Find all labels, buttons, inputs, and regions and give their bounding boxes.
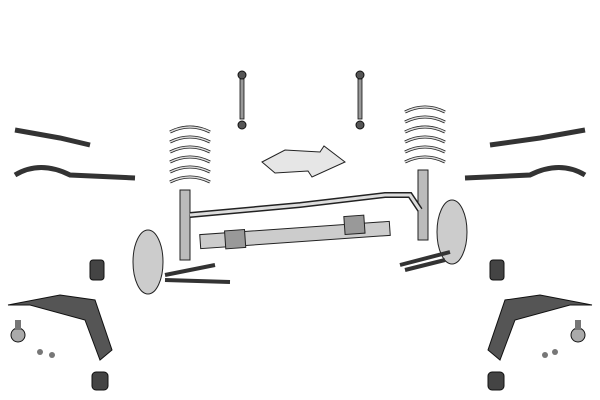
ball-joint-left (10, 320, 55, 358)
tie-rod-end-left (14, 127, 91, 148)
steering-rack (199, 214, 391, 250)
bushing-left (89, 259, 105, 281)
lower-link-left (164, 263, 231, 284)
tie-rod-right (464, 165, 587, 181)
control-arm-right (487, 294, 593, 361)
stabilizer-link-right (355, 70, 365, 130)
brake-disc-right (436, 199, 468, 265)
bushing-right (489, 259, 505, 281)
mount-bushing-left (91, 371, 109, 391)
mount-bushing-right (487, 371, 505, 391)
lower-link-right (399, 250, 451, 272)
ball-joint-right (542, 320, 586, 358)
coil-spring-left (169, 125, 211, 184)
coil-spring-right (404, 105, 446, 164)
direction-arrow (261, 145, 346, 178)
stabilizer-link-left (237, 70, 247, 130)
control-arm-left (7, 294, 113, 361)
tie-rod-left (13, 165, 136, 181)
shock-absorber-left (179, 189, 191, 261)
brake-disc-left (132, 229, 164, 295)
tie-rod-end-right (489, 127, 586, 148)
